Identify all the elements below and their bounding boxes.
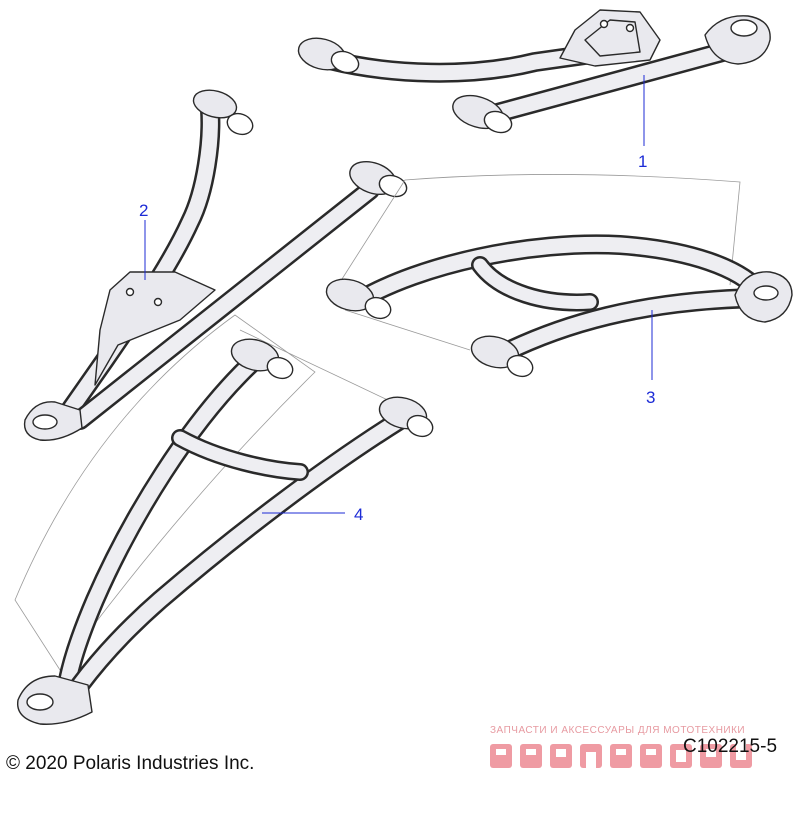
callout-4: 4: [262, 505, 363, 524]
callout-2-label: 2: [139, 201, 148, 220]
part-2-arm[interactable]: [23, 86, 410, 441]
drawing-code: C102215-5: [683, 736, 778, 757]
copyright-notice: © 2020 Polaris Industries Inc.: [6, 753, 255, 774]
part-3-arm[interactable]: [323, 174, 793, 379]
callout-1-label: 1: [638, 152, 647, 171]
part-1-arm[interactable]: [295, 9, 771, 136]
watermark-tagline: ЗАПЧАСТИ И АКСЕССУАРЫ ДЛЯ МОТОТЕХНИКИ: [490, 725, 746, 736]
callout-4-label: 4: [354, 505, 363, 524]
callout-1: 1: [638, 75, 647, 171]
watermark-logo: [490, 744, 752, 768]
callout-3: 3: [646, 310, 655, 407]
callout-2: 2: [139, 201, 148, 280]
callout-3-label: 3: [646, 388, 655, 407]
part-4-arm[interactable]: [14, 314, 436, 725]
